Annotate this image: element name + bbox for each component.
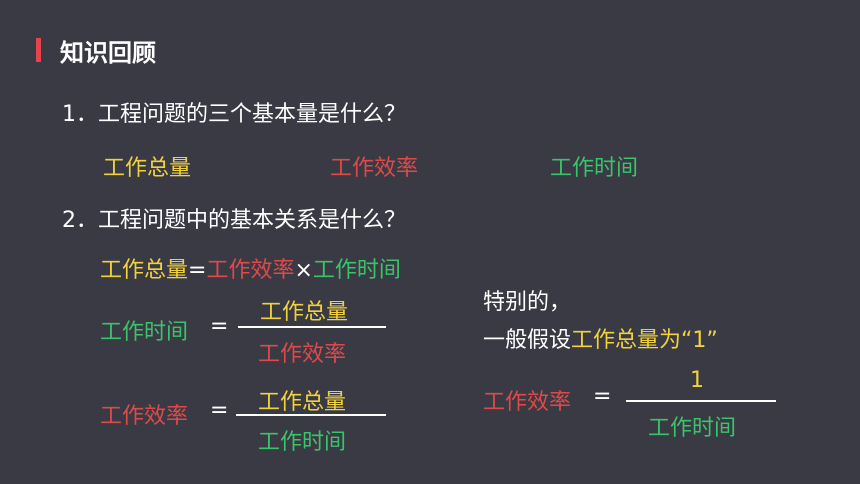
question-1: 1．工程问题的三个基本量是什么？ bbox=[62, 102, 406, 127]
formula-rate-equals: = bbox=[210, 398, 229, 423]
answer-work-rate: 工作效率 bbox=[330, 156, 419, 181]
question-2: 2．工程问题中的基本关系是什么？ bbox=[62, 208, 406, 233]
formula-time-denominator: 工作效率 bbox=[258, 342, 347, 367]
special-rate-lhs: 工作效率 bbox=[483, 390, 572, 415]
formula-rate-numerator: 工作总量 bbox=[258, 390, 347, 415]
formula-rate-denominator: 工作时间 bbox=[258, 430, 347, 455]
formula-rate-fraction-bar bbox=[236, 414, 386, 416]
title-accent-bar bbox=[36, 38, 41, 62]
answer-work-time: 工作时间 bbox=[550, 156, 639, 181]
special-suffix: 为“1” bbox=[659, 328, 718, 353]
relation-total: 工作总量 bbox=[100, 258, 189, 283]
special-total: 工作总量 bbox=[571, 328, 660, 353]
special-fraction-bar bbox=[626, 400, 776, 402]
formula-time-fraction-bar bbox=[238, 326, 386, 328]
special-numerator: 1 bbox=[690, 368, 704, 393]
formula-rate-lhs: 工作效率 bbox=[100, 404, 189, 429]
relation-equation: 工作总量=工作效率×工作时间 bbox=[100, 252, 401, 284]
formula-time-lhs: 工作时间 bbox=[100, 320, 189, 345]
relation-times: × bbox=[294, 258, 313, 283]
relation-equals: = bbox=[188, 258, 207, 283]
relation-time: 工作时间 bbox=[312, 258, 401, 283]
special-equals: = bbox=[593, 384, 612, 409]
answer-work-total: 工作总量 bbox=[103, 156, 192, 181]
page-title: 知识回顾 bbox=[60, 39, 156, 67]
special-heading: 特别的， bbox=[483, 290, 572, 315]
relation-rate: 工作效率 bbox=[206, 258, 295, 283]
special-prefix: 一般假设 bbox=[483, 328, 572, 353]
special-assumption: 一般假设工作总量为“1” bbox=[483, 322, 718, 354]
special-denominator: 工作时间 bbox=[648, 416, 737, 441]
formula-time-numerator: 工作总量 bbox=[260, 300, 349, 325]
formula-time-equals: = bbox=[210, 314, 229, 339]
